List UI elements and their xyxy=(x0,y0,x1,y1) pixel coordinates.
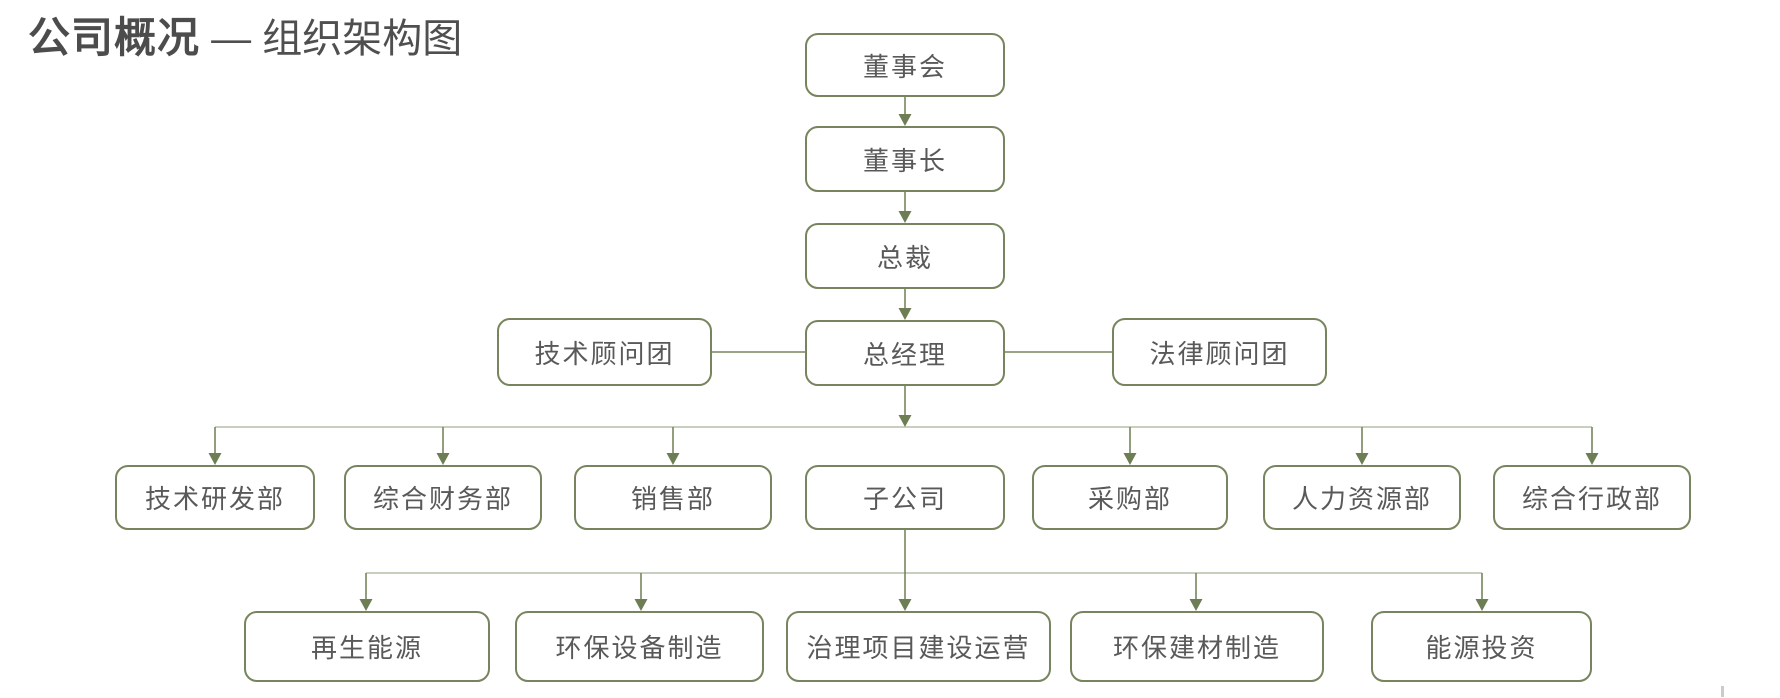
org-node-env-materials-mfg: 环保建材制造 xyxy=(1070,611,1324,682)
page-title: 公司概况 — 组织架构图 xyxy=(28,4,462,65)
org-node-general-manager: 总经理 xyxy=(805,320,1005,386)
arrowhead xyxy=(208,453,222,465)
org-node-president: 总裁 xyxy=(805,223,1005,289)
org-node-admin-dept: 综合行政部 xyxy=(1493,465,1691,530)
org-node-hr-dept: 人力资源部 xyxy=(1263,465,1461,530)
scrollbar-remnant xyxy=(1721,686,1724,697)
org-node-chairman: 董事长 xyxy=(805,126,1005,192)
arrowhead xyxy=(898,211,912,223)
org-node-board: 董事会 xyxy=(805,33,1005,97)
org-node-env-equipment-mfg: 环保设备制造 xyxy=(515,611,764,682)
org-node-tech-advisory: 技术顾问团 xyxy=(497,318,712,386)
org-node-sales-dept: 销售部 xyxy=(574,465,772,530)
org-node-subsidiaries: 子公司 xyxy=(805,465,1005,530)
arrowhead xyxy=(898,415,912,427)
arrowhead xyxy=(1123,453,1137,465)
arrowhead xyxy=(359,599,373,611)
org-node-rd-dept: 技术研发部 xyxy=(115,465,315,530)
arrowhead xyxy=(898,308,912,320)
arrowhead xyxy=(634,599,648,611)
org-node-renewable-energy: 再生能源 xyxy=(244,611,490,682)
arrowhead xyxy=(1475,599,1489,611)
arrowhead xyxy=(898,114,912,126)
arrowhead xyxy=(436,453,450,465)
arrowhead xyxy=(1585,453,1599,465)
org-node-procurement-dept: 采购部 xyxy=(1032,465,1228,530)
arrowhead xyxy=(666,453,680,465)
page-title-subtitle: — 组织架构图 xyxy=(200,17,463,61)
arrowhead xyxy=(898,599,912,611)
org-node-legal-advisory: 法律顾问团 xyxy=(1112,318,1327,386)
org-node-finance-dept: 综合财务部 xyxy=(344,465,542,530)
org-node-treatment-projects: 治理项目建设运营 xyxy=(786,611,1051,682)
arrowhead xyxy=(1189,599,1203,611)
org-node-energy-investment: 能源投资 xyxy=(1371,611,1592,682)
page-title-bold: 公司概况 xyxy=(28,14,201,61)
arrowhead xyxy=(1355,453,1369,465)
